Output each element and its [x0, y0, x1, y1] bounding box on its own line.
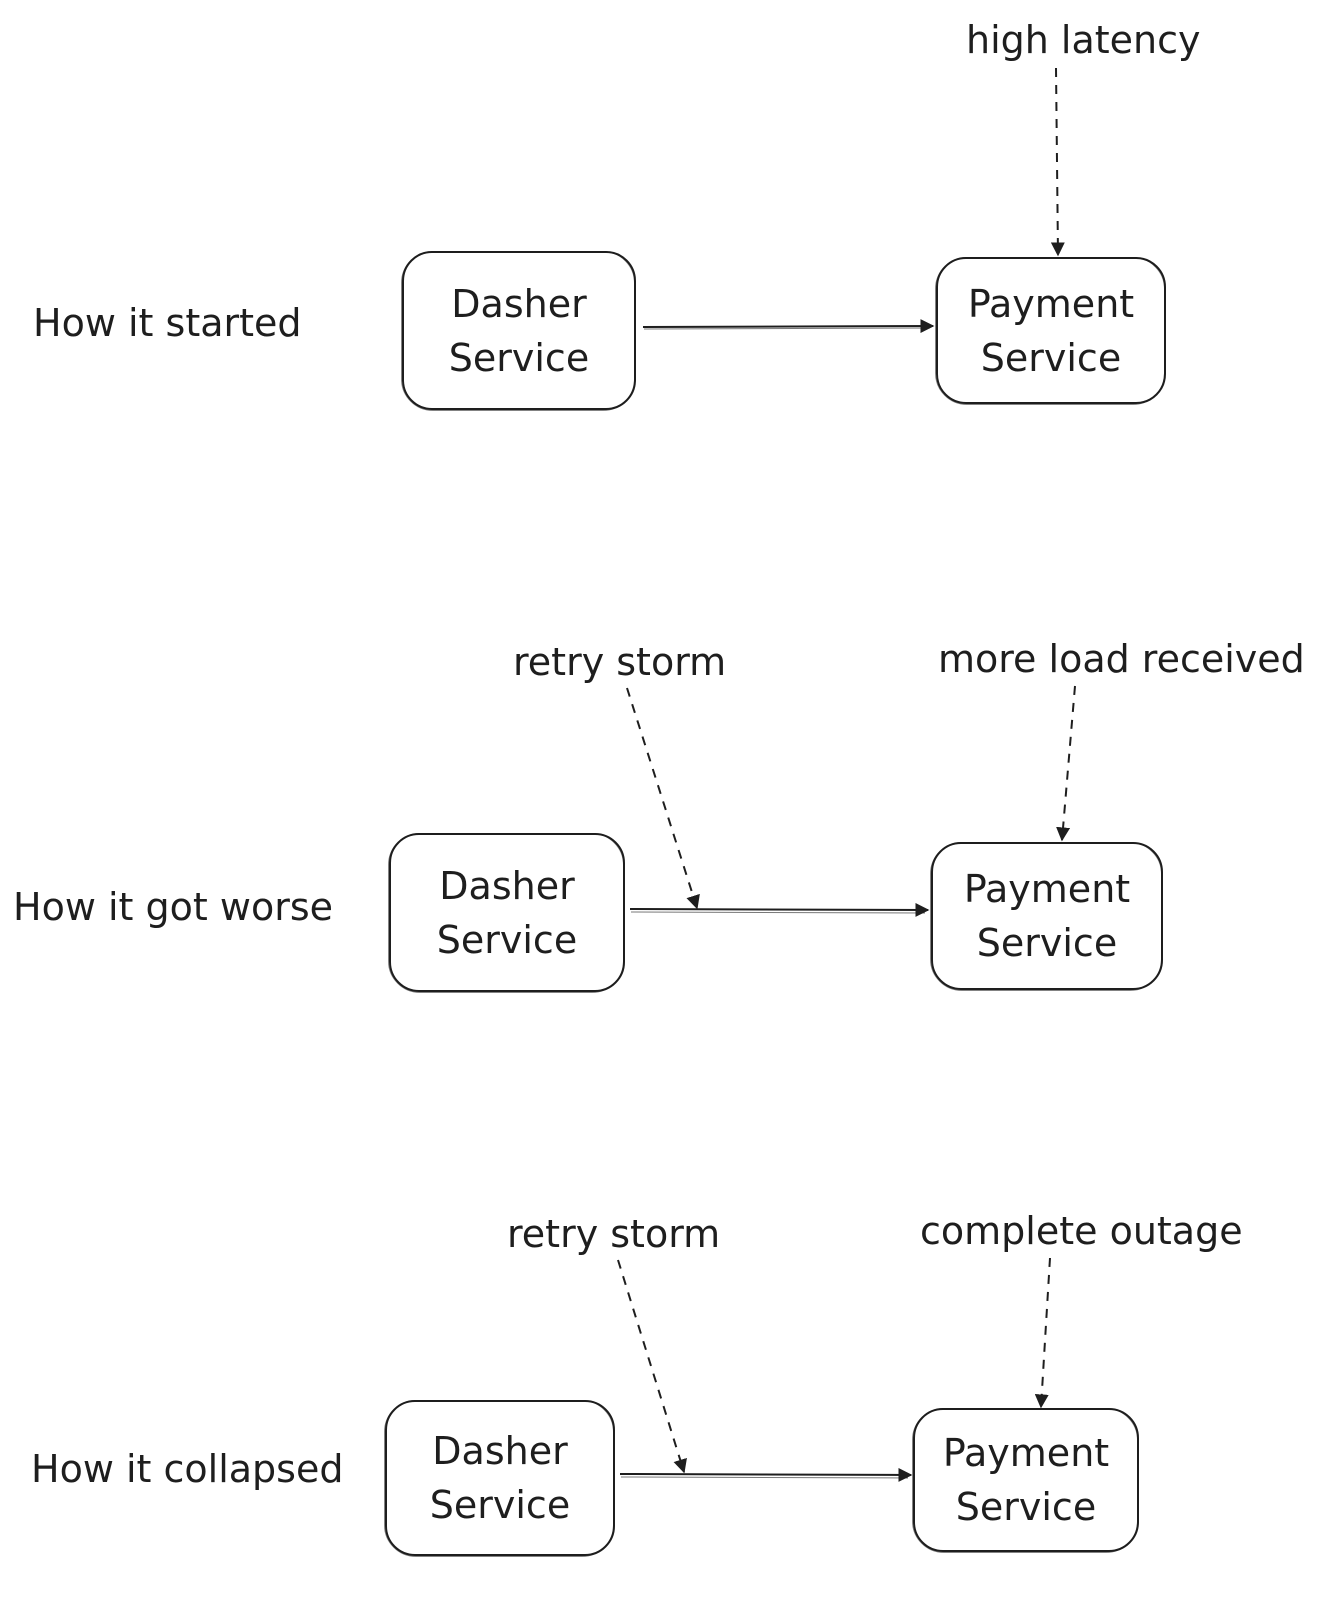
row-label: How it got worse — [13, 885, 333, 929]
node-label-line-2: Service — [436, 917, 578, 962]
payment-service-node[interactable]: Payment Service — [935, 257, 1166, 405]
target-annotation: high latency — [966, 18, 1201, 62]
retry-storm-pointer — [617, 1259, 687, 1474]
dasher-to-payment-arrow — [629, 902, 930, 917]
edge-annotation: retry storm — [507, 1212, 721, 1256]
stage-how-it-got-worse: How it got worse Dasher Service Payment … — [0, 600, 1322, 1040]
dasher-to-payment-arrow — [619, 1467, 913, 1482]
node-label-line-2: Service — [429, 1483, 571, 1527]
stage-1-connectors — [642, 67, 1065, 334]
node-label-line-1: Dasher — [439, 863, 575, 908]
dasher-service-node[interactable]: Dasher Service — [388, 833, 625, 993]
high-latency-pointer — [1050, 67, 1065, 257]
edge-annotation: retry storm — [513, 640, 727, 684]
dasher-to-payment-arrow — [642, 319, 935, 334]
dasher-service-node[interactable]: Dasher Service — [384, 1400, 615, 1557]
node-label-line-2: Service — [980, 335, 1122, 380]
node-label-line-1: Payment — [963, 867, 1131, 911]
node-label-line-1: Payment — [967, 281, 1135, 326]
stage-2-connectors — [626, 685, 1076, 917]
payment-service-node[interactable]: Payment Service — [912, 1408, 1139, 1553]
dasher-service-node[interactable]: Dasher Service — [401, 251, 636, 411]
stage-3-connectors — [617, 1257, 1051, 1482]
payment-service-node[interactable]: Payment Service — [930, 842, 1163, 991]
row-label: How it started — [33, 301, 302, 345]
node-label-line-2: Service — [955, 1485, 1097, 1529]
more-load-pointer — [1056, 685, 1076, 842]
node-label-line-2: Service — [976, 921, 1118, 965]
stage-how-it-collapsed: How it collapsed Dasher Service Payment … — [0, 1170, 1322, 1600]
node-label-line-1: Dasher — [451, 281, 587, 326]
row-label: How it collapsed — [31, 1447, 344, 1491]
node-label-line-2: Service — [448, 335, 590, 380]
node-label-line-1: Dasher — [432, 1429, 568, 1473]
target-annotation: complete outage — [920, 1209, 1243, 1253]
node-label-line-1: Payment — [942, 1431, 1110, 1475]
target-annotation: more load received — [938, 637, 1305, 681]
stage-how-it-started: How it started Dasher Service Payment Se… — [0, 0, 1322, 460]
retry-storm-pointer — [626, 687, 700, 910]
complete-outage-pointer — [1034, 1257, 1051, 1409]
